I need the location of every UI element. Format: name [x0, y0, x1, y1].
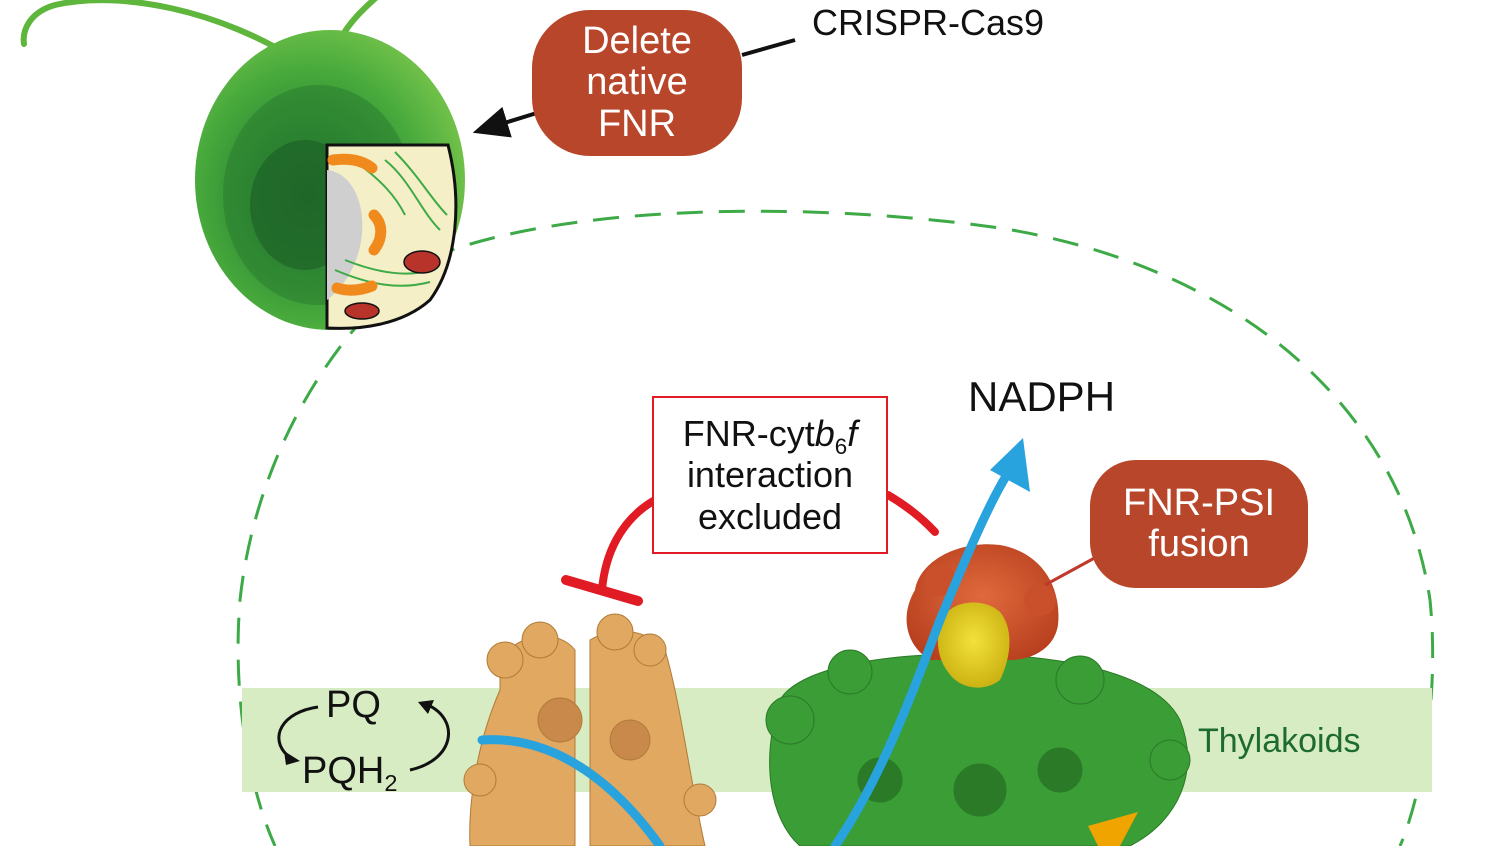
mitochondrion-2 — [368, 209, 387, 256]
fusion-label-line1: FNR-PSI — [1123, 481, 1275, 524]
inhibition-arc-right — [884, 491, 939, 536]
pq-cycle-arrow-right — [409, 703, 451, 772]
delete-label-line3: FNR — [597, 102, 677, 145]
mitochondrion-3 — [331, 280, 378, 296]
pq-cycle-arrowhead-left — [284, 751, 300, 765]
organelle-1 — [403, 250, 441, 274]
inhibition-arc — [598, 496, 659, 594]
thylakoid-stack-3 — [334, 269, 431, 287]
delete-label-line1: Delete — [582, 20, 692, 63]
electron-path-cyt — [477, 735, 665, 846]
fnr-cytb6f-box: FNR-cytb6f interaction excluded — [652, 396, 888, 554]
fnr-psi-fusion-pill: FNR-PSI fusion — [1090, 460, 1308, 588]
nadph-arrowhead — [990, 438, 1030, 492]
flagellum-left — [20, 0, 303, 65]
crispr-label: CRISPR-Cas9 — [812, 2, 1045, 43]
delete-native-fnr-pill: Delete native FNR — [532, 10, 742, 156]
ferredoxin-protein — [937, 602, 1010, 688]
fnr-cytb6f-line2: interaction — [686, 454, 854, 496]
crispr-connector — [741, 38, 796, 57]
light-arrowhead — [1088, 812, 1138, 846]
mitochondrion-1 — [327, 153, 378, 174]
fnr-cytb6f-line1: FNR-cytb6f — [682, 412, 858, 459]
inhibition-bar — [561, 575, 643, 606]
nucleus — [327, 170, 363, 300]
thylakoid-stack-2 — [394, 151, 448, 216]
zoom-outline-left — [236, 256, 431, 846]
pq-cycle-arrow-left — [277, 705, 319, 758]
nadph-label: NADPH — [968, 373, 1116, 420]
fusion-label-line2: fusion — [1148, 523, 1250, 565]
fnr-cytb6f-line3: excluded — [697, 495, 843, 537]
electron-path-psi — [830, 465, 1015, 846]
cytb6f-complex — [463, 613, 717, 846]
delete-label-line2: native — [586, 61, 688, 104]
fusion-connector — [1044, 553, 1101, 587]
delete-arrow — [472, 106, 541, 138]
thylakoids-label: Thylakoids — [1198, 722, 1361, 760]
pq-label: PQ — [326, 684, 381, 726]
pqh2-label: PQH2 — [302, 750, 398, 797]
pq-cycle-arrowhead-right — [418, 700, 434, 714]
thylakoid-stack-1 — [384, 159, 441, 231]
organelle-2 — [344, 302, 380, 320]
